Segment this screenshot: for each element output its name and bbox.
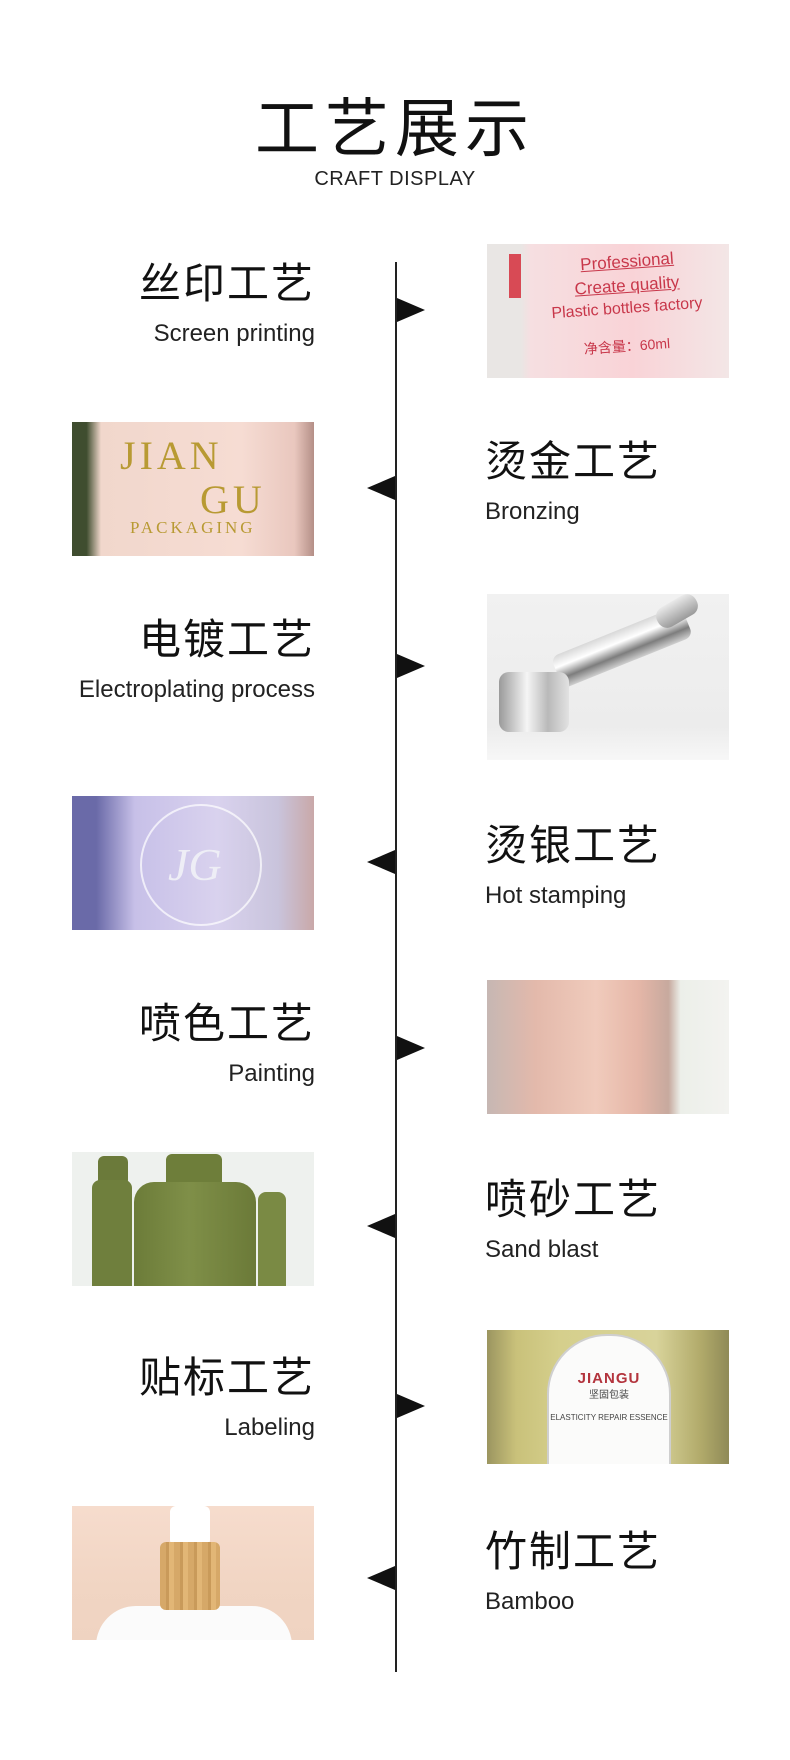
photo-text: ELASTICITY REPAIR ESSENCE: [550, 1413, 668, 1422]
photo-text: JIAN: [120, 433, 223, 478]
craft-label: 电镀工艺 Electroplating process: [15, 614, 315, 708]
timeline-arrow-right: [397, 1394, 425, 1418]
photo-text: JIANGU: [577, 1370, 641, 1387]
craft-label: 贴标工艺 Labeling: [15, 1352, 315, 1446]
timeline-arrow-right: [397, 1036, 425, 1060]
craft-label: 喷砂工艺 Sand blast: [485, 1174, 785, 1268]
craft-label: 竹制工艺 Bamboo: [485, 1526, 785, 1620]
page-subtitle: CRAFT DISPLAY: [314, 168, 476, 190]
craft-photo-painting: [487, 980, 729, 1114]
craft-label: 丝印工艺 Screen printing: [15, 258, 315, 352]
craft-photo-bronzing: JIAN GU PACKAGING: [72, 422, 314, 556]
craft-row-painting: 喷色工艺 Painting: [0, 970, 790, 1120]
craft-row-hot-stamping: JG 烫银工艺 Hot stamping: [0, 772, 790, 930]
craft-label: 烫金工艺 Bronzing: [485, 436, 785, 530]
timeline-arrow-right: [397, 298, 425, 322]
timeline-arrow-left: [367, 1214, 395, 1238]
craft-row-bamboo: 竹制工艺 Bamboo: [0, 1504, 790, 1654]
photo-text: PACKAGING: [130, 518, 256, 537]
craft-title-cn: 贴标工艺: [138, 1353, 315, 1402]
photo-text: JG: [168, 839, 222, 890]
craft-title-en: Sand blast: [485, 1236, 599, 1263]
craft-title-en: Bamboo: [485, 1588, 575, 1615]
craft-photo-bamboo: [72, 1506, 314, 1640]
craft-title-en: Painting: [228, 1060, 315, 1087]
craft-title-en: Electroplating process: [78, 676, 315, 703]
timeline-arrow-left: [367, 850, 395, 874]
craft-title-en: Hot stamping: [485, 882, 627, 909]
timeline-arrow-left: [367, 476, 395, 500]
craft-row-electroplating: 电镀工艺 Electroplating process: [0, 594, 790, 760]
photo-text: 坚固包装: [589, 1390, 629, 1401]
craft-row-bronzing: JIAN GU PACKAGING 烫金工艺 Bronzing: [0, 416, 790, 566]
craft-photo-hot-stamping: JG: [72, 796, 314, 930]
craft-photo-screen-printing: Professional Create quality Plastic bott…: [487, 244, 729, 378]
craft-row-sand-blast: 喷砂工艺 Sand blast: [0, 1148, 790, 1298]
craft-title-cn: 电镀工艺: [138, 615, 315, 664]
timeline-arrow-left: [367, 1566, 395, 1590]
craft-title-en: Screen printing: [153, 320, 315, 347]
craft-title-cn: 竹制工艺: [485, 1527, 662, 1576]
craft-row-screen-printing: 丝印工艺 Screen printing Professional Create…: [0, 238, 790, 388]
craft-photo-labeling: JIANGU 坚固包装 ELASTICITY REPAIR ESSENCE: [487, 1330, 729, 1464]
craft-title-en: Bronzing: [485, 498, 580, 525]
craft-title-cn: 喷砂工艺: [485, 1175, 662, 1224]
craft-label: 喷色工艺 Painting: [15, 998, 315, 1092]
craft-title-cn: 丝印工艺: [138, 259, 315, 308]
craft-title-cn: 喷色工艺: [138, 999, 315, 1048]
craft-title-en: Labeling: [224, 1414, 315, 1441]
craft-label: 烫银工艺 Hot stamping: [485, 820, 785, 914]
craft-title-cn: 烫银工艺: [485, 821, 662, 870]
page-title: 工艺展示: [255, 93, 535, 167]
photo-text: 净含量：60ml: [583, 335, 671, 357]
craft-photo-electroplating: [487, 594, 729, 760]
photo-text: GU: [200, 477, 266, 522]
craft-row-labeling: 贴标工艺 Labeling JIANGU 坚固包装 ELASTICITY REP…: [0, 1326, 790, 1476]
craft-photo-sand-blast: [72, 1152, 314, 1286]
timeline-arrow-right: [397, 654, 425, 678]
timeline-line: [395, 262, 397, 1672]
craft-title-cn: 烫金工艺: [485, 437, 662, 486]
